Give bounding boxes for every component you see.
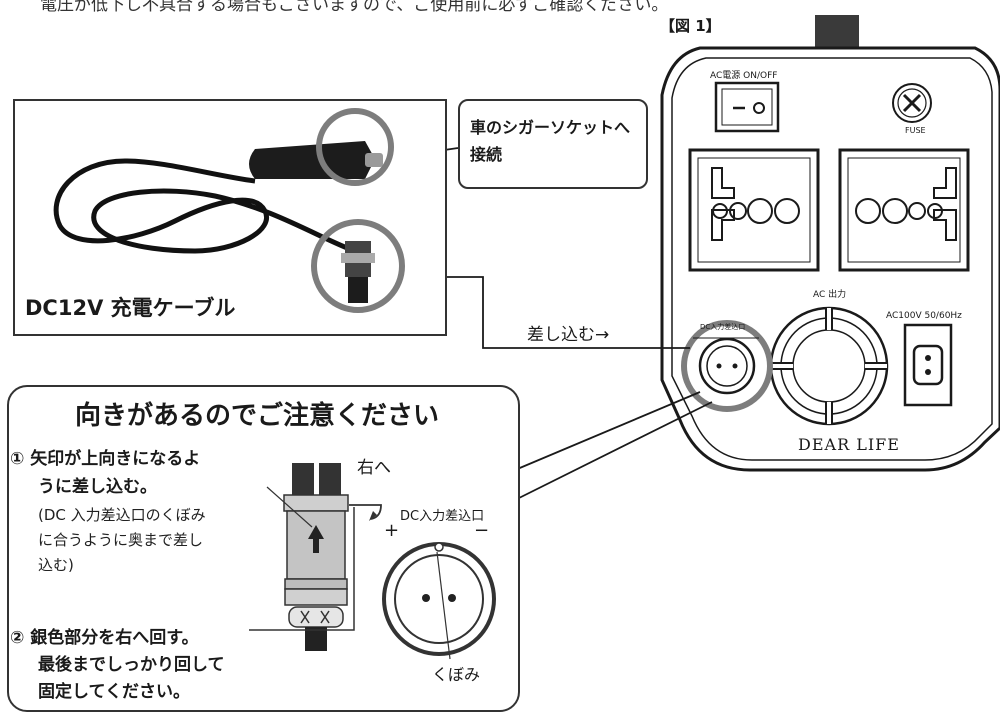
plug-ring-2 xyxy=(284,588,348,606)
dc-input-port xyxy=(681,320,773,412)
plug-grip xyxy=(288,606,344,628)
switch-off-mark xyxy=(753,102,765,114)
port-pin-left xyxy=(422,594,430,602)
plus-sign: + xyxy=(384,520,400,541)
step1-note-line-2: に合うように奥まで差し xyxy=(38,531,204,549)
port-pin-right xyxy=(448,594,456,602)
cigarette-plug xyxy=(249,141,375,179)
plug-cable-stub xyxy=(305,627,327,651)
zoom-line-bottom xyxy=(514,401,713,501)
turn-arrowhead-icon xyxy=(369,511,377,521)
grip-cross-icon xyxy=(300,610,330,624)
socket-callout-text: 車のシガーソケットへ 接続 xyxy=(470,114,640,168)
ac-switch-label: AC電源 ON/OFF xyxy=(710,71,778,81)
plug-collar xyxy=(283,494,349,512)
insert-label: 差し込む→ xyxy=(527,325,610,345)
ac-switch-inner xyxy=(721,88,773,126)
minus-sign: − xyxy=(474,520,490,541)
dc-input-label: DC入力差込口 xyxy=(700,323,746,331)
device-inner-outline xyxy=(671,57,993,461)
dc-connector-tail xyxy=(348,277,368,303)
fuse-label: FUSE xyxy=(905,126,926,135)
callout-line-1: 車のシガーソケットへ xyxy=(470,118,631,137)
fuse-cross-icon xyxy=(902,93,922,113)
step1-note: (DC 入力差込口のくぼみ に合うように奥まで差し 込む) xyxy=(38,503,206,578)
cable-photo-box xyxy=(13,99,447,336)
ac-outlet-right xyxy=(838,148,970,272)
top-note: 電圧が低下し不具合する場合もございますので、ご使用前に必ずご確認ください。 xyxy=(40,0,669,15)
device-top-connector xyxy=(815,15,859,48)
plug-tip xyxy=(365,153,383,167)
ac-output-label: AC 出力 xyxy=(813,290,847,300)
port-inner xyxy=(394,554,484,644)
plug-highlight-circle xyxy=(316,108,394,186)
dent-label: くぼみ xyxy=(432,665,481,684)
step1-note-line-1: (DC 入力差込口のくぼみ xyxy=(38,506,206,524)
ac-100v-socket xyxy=(903,323,953,407)
plug-pin-right xyxy=(319,463,341,497)
step1-line1: ① 矢印が上向きになるよ xyxy=(10,449,201,469)
ac-power-switch[interactable] xyxy=(714,81,780,133)
step1-note-line-3: 込む) xyxy=(38,556,74,574)
step2-line1: ② 銀色部分を右へ回す。 xyxy=(10,628,199,648)
connector-highlight-circle xyxy=(311,219,405,313)
socket-callout-box xyxy=(458,99,648,189)
ac-spec-label: AC100V 50/60Hz xyxy=(886,311,962,321)
attention-title: 向きがあるのでご注意ください xyxy=(75,401,440,431)
port-outer xyxy=(382,542,496,656)
dent-pointer xyxy=(436,551,451,660)
turn-right-label: 右へ xyxy=(357,458,391,478)
plug-ring-1 xyxy=(284,578,348,590)
callout-line-2: 接続 xyxy=(470,145,503,164)
step2-pointer xyxy=(249,507,355,631)
brand-label: DEAR LIFE xyxy=(798,435,900,454)
turn-arrow-icon xyxy=(349,504,382,520)
cooling-fan xyxy=(769,306,889,426)
step2-line3: 固定してください。 xyxy=(38,682,190,702)
attention-illustration xyxy=(249,463,496,660)
step1-pointer xyxy=(266,486,313,528)
port-notch xyxy=(434,542,444,552)
cable-illustration xyxy=(53,108,405,313)
ac-outlet-left xyxy=(688,148,820,272)
step2-line2: 最後までしっかり回して xyxy=(38,655,225,675)
dc-connector-ring xyxy=(341,253,375,263)
cable-cord xyxy=(53,158,356,254)
attention-box xyxy=(7,385,520,712)
dc-port-label: DC入力差込口 xyxy=(400,509,485,524)
up-arrow-icon xyxy=(308,525,324,553)
figure-label: 【図 1】 xyxy=(660,17,721,35)
step1-line2: うに差し込む。 xyxy=(38,477,157,497)
cable-label: DC12V 充電ケーブル xyxy=(25,296,236,320)
plug-pin-left xyxy=(292,463,314,497)
zoom-line-top xyxy=(514,391,701,471)
step2-rest: 最後までしっかり回して 固定してください。 xyxy=(38,652,225,706)
fuse-inner-ring xyxy=(897,88,927,118)
